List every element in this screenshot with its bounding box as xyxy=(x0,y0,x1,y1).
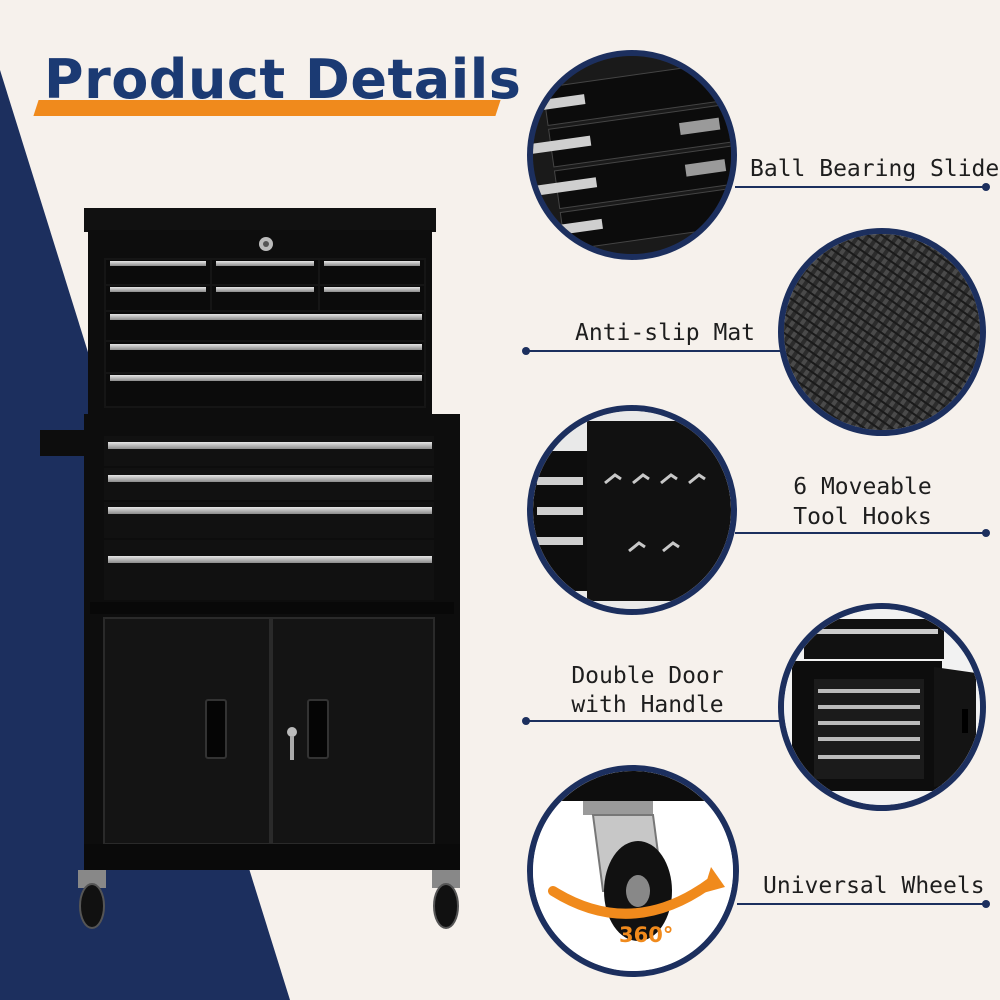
anti-slip-connector xyxy=(526,350,782,352)
double-door-circle xyxy=(778,603,986,811)
tool-hooks-label-line1: 6 Moveable xyxy=(793,474,932,500)
anti-slip-mat-circle xyxy=(778,228,986,436)
universal-wheels-dot xyxy=(982,900,990,908)
anti-slip-dot xyxy=(522,347,530,355)
tool-hooks-image xyxy=(533,411,731,609)
tool-hooks-label-line2: Tool Hooks xyxy=(793,504,932,530)
double-door-connector xyxy=(526,720,782,722)
universal-wheels-connector xyxy=(737,903,985,905)
page-title: Product Details xyxy=(44,48,522,111)
double-door-label-line1: Double Door xyxy=(571,663,724,689)
tool-hooks-dot xyxy=(982,529,990,537)
double-door-dot xyxy=(522,717,530,725)
ball-bearing-slide-circle xyxy=(527,50,737,260)
universal-wheels-image xyxy=(533,771,733,971)
universal-wheels-label: Universal Wheels xyxy=(763,873,985,899)
rotation-label: 360° xyxy=(619,923,674,947)
double-door-image xyxy=(784,609,980,805)
anti-slip-mat-label: Anti-slip Mat xyxy=(575,320,756,346)
universal-wheels-circle: 360° xyxy=(527,765,739,977)
tool-hooks-connector xyxy=(735,532,985,534)
ball-bearing-slide-label: Ball Bearing Slide xyxy=(750,156,1000,182)
ball-bearing-slide-image xyxy=(533,56,731,254)
tool-hooks-circle xyxy=(527,405,737,615)
tool-cabinet-image xyxy=(40,208,460,929)
ball-bearing-dot xyxy=(982,183,990,191)
anti-slip-mat-image xyxy=(784,234,980,430)
ball-bearing-connector xyxy=(735,186,985,188)
double-door-label-line2: with Handle xyxy=(571,692,724,718)
title-block: Product Details xyxy=(33,48,521,128)
